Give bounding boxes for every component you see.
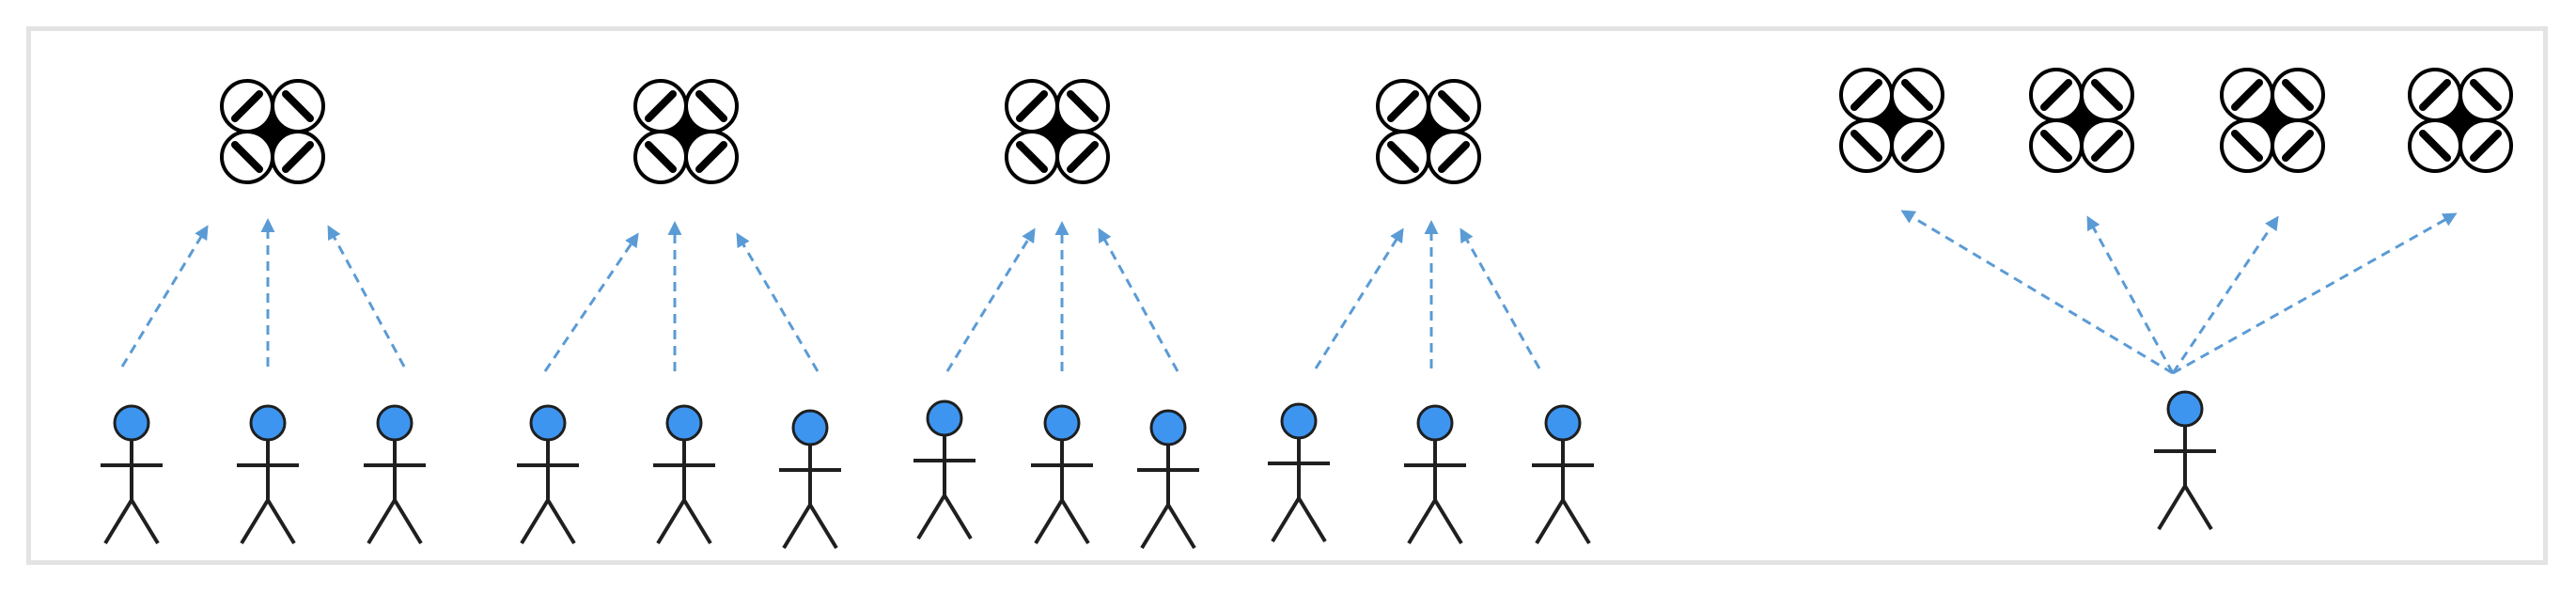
person-icon <box>1530 404 1596 545</box>
person-icon <box>515 404 581 545</box>
drone-icon <box>1007 81 1108 182</box>
drone-icon <box>2031 70 2132 171</box>
dashed-arrow-icon <box>120 225 209 368</box>
diagram-frame <box>26 26 2548 565</box>
drone-icon <box>1378 81 1479 182</box>
dashed-arrow-icon <box>945 227 1036 372</box>
drone-icon <box>2222 70 2323 171</box>
person-icon <box>362 404 428 545</box>
dashed-arrow-icon <box>543 232 639 372</box>
drone-icon <box>635 81 737 182</box>
person-icon <box>235 404 301 545</box>
person-icon <box>1135 409 1201 550</box>
drones-layer <box>222 70 2511 182</box>
dashed-arrow-icon <box>2171 215 2279 374</box>
dashed-arrow-icon <box>2086 215 2175 374</box>
person-icon <box>1029 404 1095 545</box>
person-icon <box>777 409 843 550</box>
person-icon <box>2152 390 2218 531</box>
person-icon <box>99 404 164 545</box>
dashed-arrow-icon <box>1098 227 1179 372</box>
dashed-arrow-icon <box>736 232 820 372</box>
dashed-arrow-icon <box>1900 210 2174 375</box>
dashed-arrow-icon <box>1314 227 1404 369</box>
person-icon <box>1402 404 1468 545</box>
dashed-arrow-icon <box>1460 227 1541 369</box>
person-icon <box>1266 402 1332 543</box>
arrows-layer <box>120 210 2458 375</box>
person-icon <box>912 399 977 540</box>
drone-icon <box>1841 70 1943 171</box>
dashed-arrow-icon <box>2172 212 2458 375</box>
dashed-arrow-icon <box>327 225 406 368</box>
people-layer <box>99 390 2218 550</box>
drone-icon <box>222 81 323 182</box>
person-icon <box>651 404 717 545</box>
drone-icon <box>2410 70 2511 171</box>
